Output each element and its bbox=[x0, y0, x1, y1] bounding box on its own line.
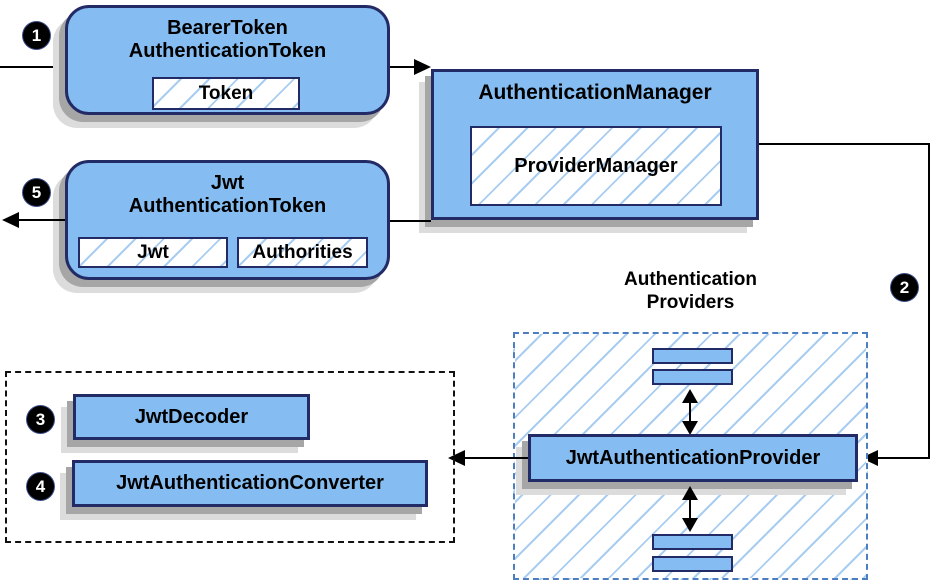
authorities-chip: Authorities bbox=[237, 237, 368, 268]
provider-manager-chip: ProviderManager bbox=[470, 126, 722, 206]
bearer-token-title: BearerToken AuthenticationToken bbox=[128, 17, 327, 62]
arrowhead-right-icon bbox=[414, 59, 431, 75]
step-badge-4: 4 bbox=[27, 473, 54, 500]
provider-stack-bar bbox=[652, 534, 733, 550]
connector-providers-bottom bbox=[689, 497, 691, 521]
connector-provider-to-components bbox=[463, 457, 528, 459]
provider-stack-bar bbox=[652, 369, 733, 385]
jwt-token-title: Jwt AuthenticationToken bbox=[128, 172, 327, 217]
connector-response-out bbox=[16, 219, 65, 221]
jwt-chip: Jwt bbox=[78, 237, 228, 268]
arrowhead-left-icon bbox=[448, 450, 465, 466]
step-badge-1: 1 bbox=[23, 22, 50, 49]
connector-step2-top bbox=[759, 143, 930, 145]
connector-step2-bottom bbox=[877, 457, 930, 459]
step-badge-2: 2 bbox=[891, 274, 918, 301]
connector-to-manager bbox=[390, 66, 417, 68]
provider-stack-bar bbox=[652, 348, 733, 364]
arrowhead-up-icon bbox=[682, 486, 698, 500]
connector-manager-to-jwt bbox=[390, 220, 431, 222]
step-badge-3: 3 bbox=[27, 406, 54, 433]
jwt-authentication-provider-box: JwtAuthenticationProvider bbox=[528, 434, 858, 482]
arrowhead-down-icon bbox=[682, 518, 698, 532]
jwt-components-group bbox=[5, 371, 455, 543]
connector-step2-side bbox=[928, 143, 930, 459]
arrowhead-down-icon bbox=[682, 421, 698, 435]
authentication-manager-title: AuthenticationManager bbox=[478, 81, 712, 104]
jwt-authentication-converter-box: JwtAuthenticationConverter bbox=[72, 460, 428, 507]
arrowhead-left-icon bbox=[2, 212, 19, 228]
arrowhead-up-icon bbox=[682, 389, 698, 403]
connector-providers-top bbox=[689, 400, 691, 424]
connector-request-in bbox=[0, 66, 65, 68]
authentication-providers-label: Authentication Providers bbox=[624, 269, 757, 313]
provider-stack-bar bbox=[652, 556, 733, 572]
step-badge-5: 5 bbox=[23, 179, 50, 206]
jwt-decoder-box: JwtDecoder bbox=[73, 394, 310, 440]
token-chip: Token bbox=[152, 77, 300, 110]
